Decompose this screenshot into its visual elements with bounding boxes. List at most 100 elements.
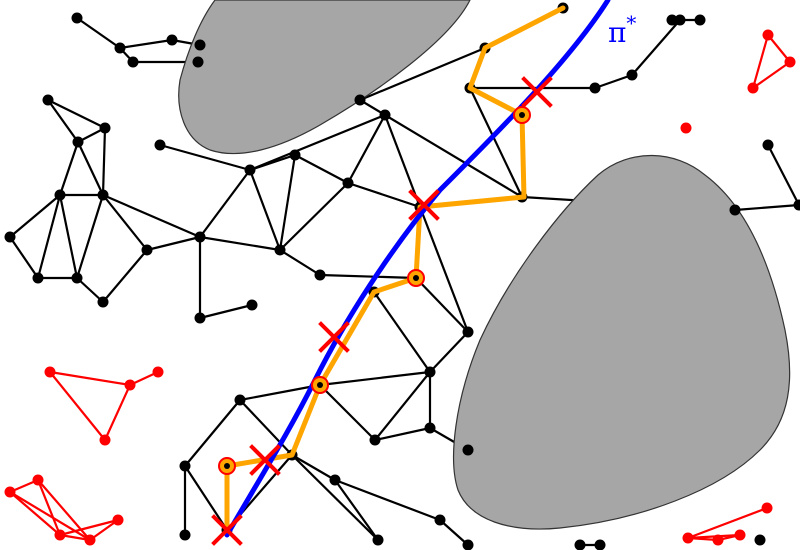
collision-cross-icon (521, 76, 553, 108)
disconnected-edge (687, 506, 768, 540)
graph-edge (291, 454, 336, 481)
obstacle-right (453, 154, 791, 530)
graph-node (154, 139, 166, 151)
graph-edge (594, 73, 633, 90)
graph-edge (334, 478, 441, 522)
graph-node (71, 272, 83, 284)
graph-node (424, 422, 436, 434)
graph-node (793, 199, 800, 211)
black-graph-nodes (4, 2, 800, 550)
disconnected-edge (59, 518, 119, 537)
disconnected-edge (36, 479, 62, 536)
graph-edge (291, 454, 379, 541)
graph-node (462, 444, 474, 456)
graph-edge (47, 99, 106, 129)
disconnected-edge (752, 61, 791, 89)
graph-edge (146, 235, 201, 252)
collision-cross-icon (249, 444, 281, 476)
graph-node (54, 189, 66, 201)
graph-edge (279, 249, 321, 276)
disconnected-node (112, 514, 124, 526)
graph-node (114, 42, 126, 54)
path-waypoint-center (317, 382, 323, 388)
graph-node (179, 529, 191, 541)
graph-edge (184, 465, 228, 531)
graph-node (379, 109, 391, 121)
graph-node (194, 231, 206, 243)
graph-edge (199, 303, 253, 320)
collision-cross-icon (408, 189, 440, 221)
graph-edge (47, 99, 79, 143)
disconnected-node (682, 532, 694, 544)
graph-edge (58, 194, 79, 279)
cross-stroke (249, 444, 281, 476)
graph-node (462, 326, 474, 338)
graph-edge (239, 399, 293, 456)
collision-cross-icon (318, 321, 350, 353)
graph-edge (439, 519, 469, 546)
graph-node (141, 244, 153, 256)
path-waypoint-center (413, 275, 419, 281)
graph-edge (319, 370, 431, 387)
disconnected-edge (49, 371, 106, 441)
graph-edge (239, 383, 321, 402)
graph-node (424, 366, 436, 378)
path-waypoint-center (224, 463, 230, 469)
graph-node (694, 14, 706, 26)
graph-node (574, 539, 586, 550)
disconnected-node (762, 29, 774, 41)
orange-planned-path (224, 5, 566, 533)
graph-node (666, 14, 678, 26)
graph-node (462, 539, 474, 550)
graph-edge (248, 169, 282, 251)
graph-edge (631, 19, 681, 76)
graph-node (72, 136, 84, 148)
graph-node (97, 296, 109, 308)
graph-node (97, 189, 109, 201)
graph-edge (75, 194, 105, 279)
disconnected-node (761, 502, 773, 514)
graph-edge (76, 17, 121, 49)
path-label: π* (608, 11, 636, 49)
graph-edge (102, 193, 201, 239)
graph-edge (767, 144, 800, 206)
graph-edge (249, 113, 386, 172)
disconnected-node (680, 122, 692, 134)
graph-node (762, 139, 774, 151)
graph-node (369, 434, 381, 446)
graph-edge (334, 479, 379, 541)
graph-edge (319, 273, 417, 280)
cross-stroke (521, 76, 553, 108)
graph-edge (347, 181, 421, 209)
graph-node (674, 14, 686, 26)
graph-edge (199, 235, 281, 252)
graph-node (729, 204, 741, 216)
red-graph-edges (9, 34, 791, 542)
graph-edge (384, 114, 523, 198)
graph-edge (415, 277, 469, 333)
graph-node (246, 299, 258, 311)
graph-node (234, 394, 246, 406)
graph-node (314, 269, 326, 281)
graph-edge (119, 38, 173, 50)
disconnected-edge (89, 519, 119, 541)
disconnected-node (712, 534, 724, 546)
graph-edge (347, 114, 386, 184)
graph-edge (76, 277, 104, 303)
disconnected-node (152, 366, 164, 378)
graph-node (42, 94, 54, 106)
graph-node (594, 539, 606, 550)
graph-edge (734, 203, 800, 212)
disconnected-edge (37, 479, 91, 541)
disconnected-edge (103, 384, 132, 441)
graph-node (179, 460, 191, 472)
graph-edge (102, 249, 148, 303)
graph-node (244, 164, 256, 176)
graph-edge (36, 194, 62, 279)
graph-node (329, 474, 341, 486)
graph-edge (429, 331, 469, 373)
graph-node (354, 94, 366, 106)
disconnected-node (734, 529, 746, 541)
graph-node (372, 534, 384, 546)
